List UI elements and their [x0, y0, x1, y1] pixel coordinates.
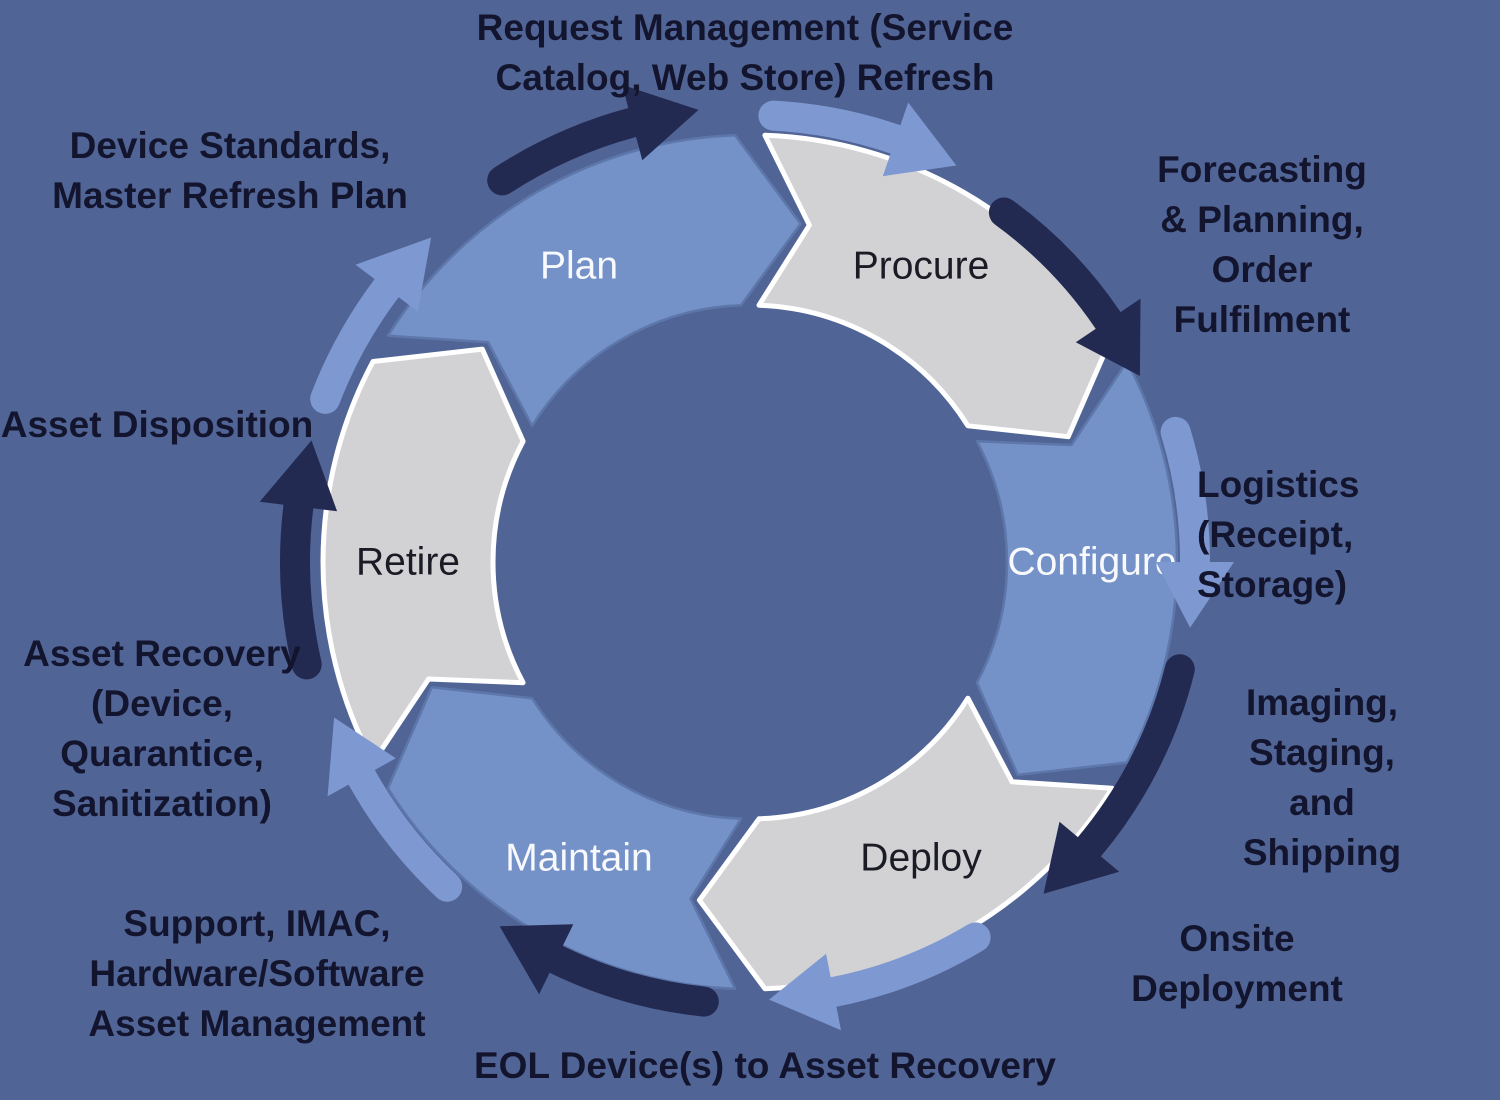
annotation-asset-recovery: Asset Recovery (Device, Quarantice, Sani… — [23, 633, 301, 824]
flow-arrow-tail-light-7 — [346, 762, 463, 902]
flow-arrowhead-light-7 — [327, 717, 396, 797]
segment-label-plan: Plan — [540, 244, 618, 287]
annotation-asset-disposition: Asset Disposition — [0, 404, 314, 445]
flow-arrow-tail-dark-0 — [487, 107, 648, 196]
flow-arrowhead-dark-0 — [622, 84, 699, 161]
annotation-device-standards: Device Standards, Master Refresh Plan — [52, 125, 408, 216]
segment-label-retire: Retire — [356, 541, 460, 584]
flow-arrow-tail-dark-4 — [1074, 654, 1195, 862]
flow-arrow-tail-light-3 — [1160, 416, 1211, 577]
flow-arrow-tail-light-5 — [818, 922, 991, 1007]
flow-arrowhead-dark-8 — [259, 440, 338, 512]
flow-arrowhead-light-1 — [882, 102, 957, 177]
flow-arrowhead-dark-4 — [1043, 821, 1120, 894]
flow-arrowhead-light-5 — [769, 953, 841, 1031]
flow-arrowhead-light-3 — [1156, 562, 1234, 628]
segment-deploy — [696, 695, 1115, 992]
segment-plan — [386, 134, 802, 428]
annotation-forecasting-planning: Forecasting & Planning, Order Fulfilment — [1157, 149, 1367, 340]
annotation-support-imac: Support, IMAC, Hardware/Software Asset M… — [88, 903, 426, 1044]
segment-label-procure: Procure — [853, 244, 990, 287]
flow-arrow-tail-light-9 — [310, 273, 402, 414]
segment-label-deploy: Deploy — [860, 837, 982, 880]
flow-arrow-tail-dark-6 — [541, 944, 719, 1017]
flow-arrowhead-dark-6 — [499, 924, 574, 995]
segment-maintain — [386, 686, 743, 990]
annotation-logistics: Logistics (Receipt, Storage) — [1197, 464, 1360, 605]
segment-retire — [320, 346, 526, 765]
annotation-imaging-staging: Imaging, Staging, and Shipping — [1242, 682, 1402, 873]
flow-arrow-tail-light-1 — [758, 100, 911, 155]
segment-configure — [975, 360, 1179, 777]
flow-arrowhead-light-9 — [355, 237, 432, 312]
flow-arrow-tail-dark-2 — [988, 197, 1124, 336]
segment-label-configure: Configure — [1007, 541, 1176, 584]
annotation-onsite-deployment: Onsite Deployment — [1131, 918, 1343, 1009]
annotation-eol-device: EOL Device(s) to Asset Recovery — [474, 1045, 1056, 1086]
flow-arrowhead-dark-2 — [1075, 298, 1141, 376]
flow-arrow-tail-dark-8 — [280, 491, 322, 680]
annotation-request-management: Request Management (Service Catalog, Web… — [476, 7, 1014, 98]
segment-label-maintain: Maintain — [505, 837, 652, 880]
